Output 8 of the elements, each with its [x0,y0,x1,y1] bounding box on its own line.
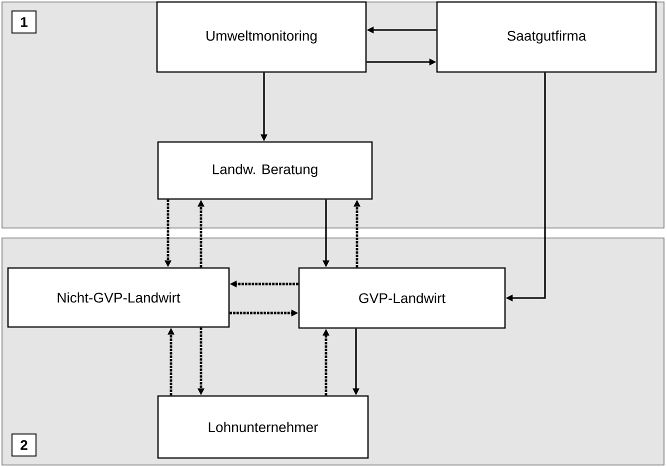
process-box: Landw. Beratung [157,141,373,200]
process-box: Saatgutfirma [436,1,657,73]
process-box: Nicht-GVP-Landwirt [7,267,230,328]
process-box: GVP-Landwirt [298,267,506,329]
band-number: 2 [12,434,36,456]
band-number: 1 [12,10,36,34]
process-box: Umweltmonitoring [156,1,367,73]
process-box: Lohnunternehmer [157,395,369,459]
